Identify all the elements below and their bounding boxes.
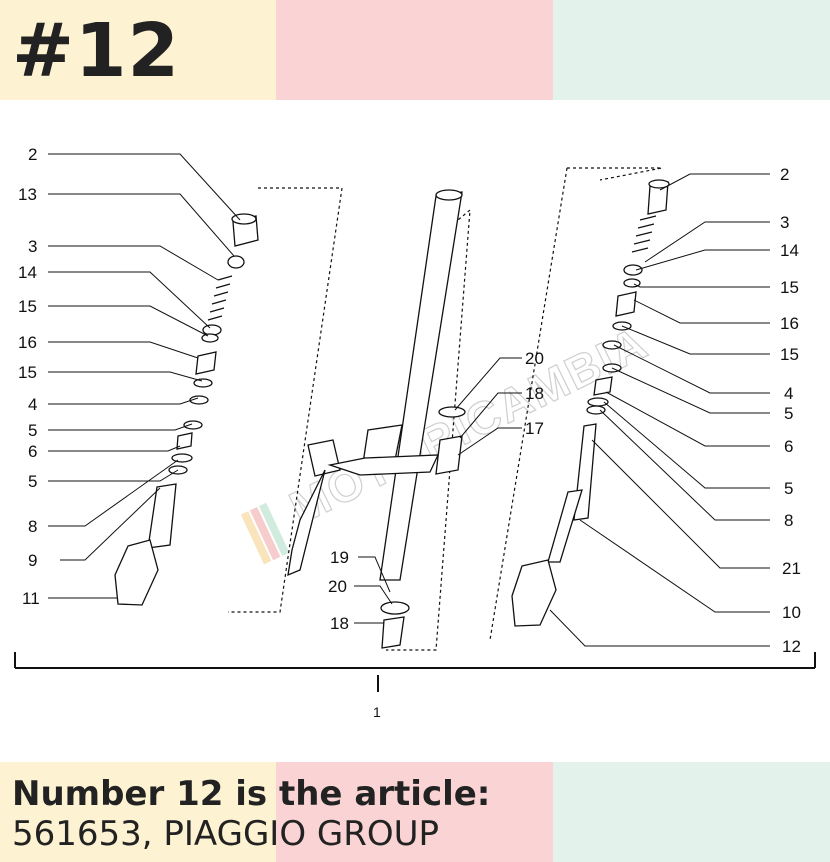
callout-label: 17 — [525, 419, 544, 438]
center-fork-tube — [287, 189, 466, 649]
callout-label: 15 — [780, 345, 799, 364]
caption-title: Number 12 is the article: — [12, 774, 491, 814]
callout-label: 8 — [28, 517, 37, 536]
striped-logo-icon — [240, 502, 290, 565]
callout-label: 2 — [28, 145, 37, 164]
callout-label: 12 — [782, 637, 801, 656]
callout-label: 20 — [525, 349, 544, 368]
callout-label: 13 — [18, 185, 37, 204]
callout-label: 3 — [780, 213, 789, 232]
callout-label: 18 — [525, 384, 544, 403]
callout-label: 2 — [780, 165, 789, 184]
callout-label: 16 — [780, 314, 799, 333]
callout-label: 15 — [18, 363, 37, 382]
bottom-color-band — [0, 762, 830, 862]
left-fork-leg — [114, 213, 259, 606]
band-right — [553, 762, 830, 862]
leader-lines — [48, 153, 770, 647]
assembly-label: 1 — [373, 704, 381, 720]
band-middle — [276, 0, 553, 100]
assembly-bracket — [14, 652, 816, 692]
callout-label: 18 — [330, 614, 349, 633]
callout-label: 21 — [782, 559, 801, 578]
callout-label: 4 — [784, 384, 793, 403]
top-color-band — [0, 0, 830, 100]
band-middle — [276, 762, 553, 862]
callout-label: 5 — [784, 479, 793, 498]
callout-label: 5 — [28, 472, 37, 491]
exploded-parts-diagram: MOTORICAMBIA — [14, 145, 816, 720]
callout-label: 8 — [784, 511, 793, 530]
right-fork-leg — [511, 179, 670, 627]
page-title: #12 — [12, 8, 180, 94]
callout-label: 20 — [328, 577, 347, 596]
callout-label: 14 — [780, 241, 799, 260]
callout-label: 4 — [28, 395, 37, 414]
callout-label: 6 — [28, 442, 37, 461]
callout-label: 5 — [784, 404, 793, 423]
callout-label: 9 — [28, 551, 37, 570]
callout-label: 5 — [28, 421, 37, 440]
caption-article: 561653, PIAGGIO GROUP — [12, 814, 440, 854]
callout-label: 14 — [18, 263, 37, 282]
band-right — [553, 0, 830, 100]
band-left — [0, 0, 276, 100]
callout-label: 16 — [18, 333, 37, 352]
band-left — [0, 762, 276, 862]
callout-label: 6 — [784, 437, 793, 456]
callout-label: 19 — [330, 548, 349, 567]
callout-labels: 2 13 3 14 15 16 15 4 5 6 5 8 9 11 20 18 … — [18, 145, 801, 720]
callout-label: 15 — [18, 297, 37, 316]
callout-label: 10 — [782, 603, 801, 622]
callout-label: 3 — [28, 237, 37, 256]
callout-label: 15 — [780, 278, 799, 297]
callout-label: 11 — [22, 589, 40, 608]
watermark-text: MOTORICAMBIA — [282, 316, 656, 534]
